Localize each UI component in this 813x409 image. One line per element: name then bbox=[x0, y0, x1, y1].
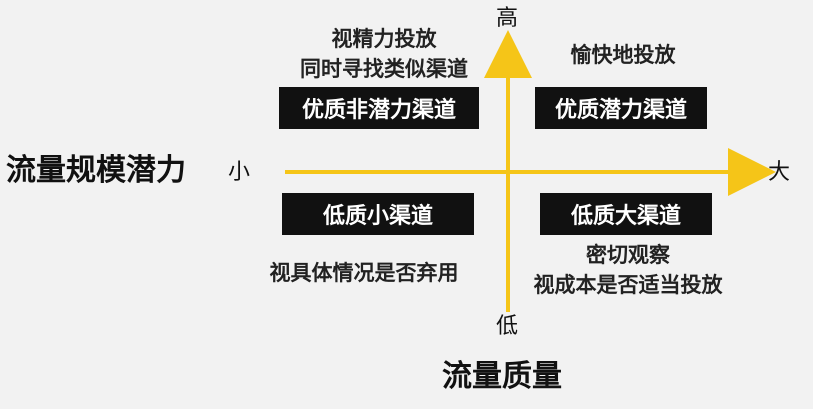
bottom-right-advice: 密切观察 视成本是否适当投放 bbox=[510, 240, 746, 300]
top-right-quadrant-label: 优质潜力渠道 bbox=[535, 87, 707, 129]
x-axis-high-label: 大 bbox=[768, 160, 791, 185]
top-left-quadrant-label: 优质非潜力渠道 bbox=[279, 87, 479, 129]
bottom-left-quadrant-label: 低质小渠道 bbox=[282, 193, 474, 235]
top-left-advice: 视精力投放 同时寻找类似渠道 bbox=[268, 24, 500, 84]
bottom-right-advice-line-2: 视成本是否适当投放 bbox=[533, 273, 723, 297]
top-left-advice-line-1: 视精力投放 bbox=[331, 27, 437, 51]
y-axis-high-label: 高 bbox=[496, 6, 519, 31]
y-axis-low-label: 低 bbox=[496, 314, 519, 339]
top-left-advice-line-2: 同时寻找类似渠道 bbox=[300, 57, 468, 81]
bottom-right-quadrant-label: 低质大渠道 bbox=[540, 193, 712, 235]
top-right-advice: 愉快地投放 bbox=[528, 40, 718, 70]
top-right-advice-line-1: 愉快地投放 bbox=[570, 43, 676, 67]
bottom-right-advice-line-1: 密切观察 bbox=[586, 243, 670, 267]
bottom-left-advice-line-1: 视具体情况是否弃用 bbox=[269, 261, 459, 285]
bottom-left-advice: 视具体情况是否弃用 bbox=[244, 258, 484, 288]
x-axis-name: 流量规模潜力 bbox=[6, 153, 186, 188]
y-axis-name: 流量质量 bbox=[442, 359, 562, 394]
x-axis-low-label: 小 bbox=[228, 160, 251, 185]
